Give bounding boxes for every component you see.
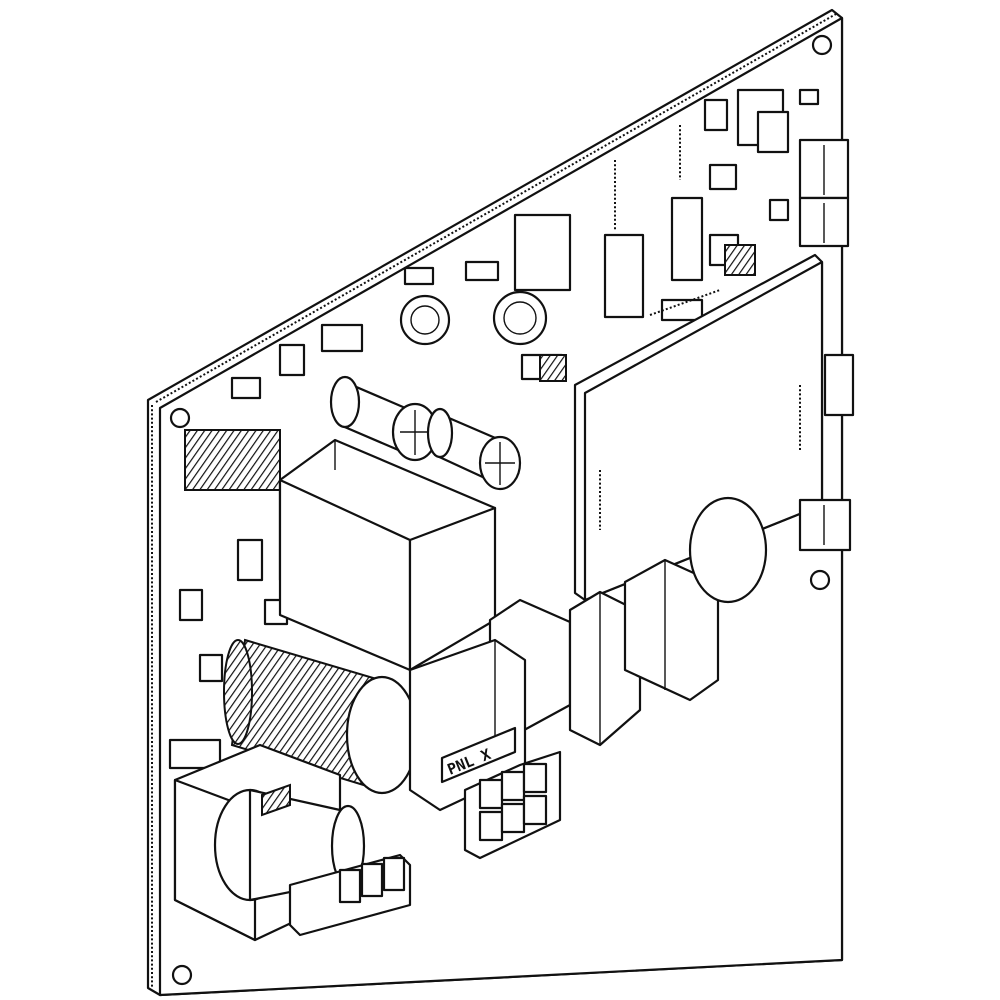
round-component [688,496,768,604]
side-relays [488,558,720,747]
electrolytic-capacitors [329,375,522,491]
inductors [399,290,548,346]
edge-connector [823,353,855,417]
bottom-connector [288,853,412,937]
daughter-board [573,253,824,602]
multi-pin-connector [463,750,562,860]
mounting-hole [811,34,833,56]
ic-chips [603,196,704,319]
main-relay [278,438,497,672]
ferrite-components [184,244,756,491]
edge-connectors [798,138,855,552]
mounting-hole [809,569,831,591]
mounting-hole [169,407,191,429]
mounting-holes [169,34,833,986]
edge-connector [798,498,852,552]
ic-chip [670,196,704,282]
mounting-hole [171,964,193,986]
ic-chip [603,233,645,319]
relay-box [513,88,790,292]
